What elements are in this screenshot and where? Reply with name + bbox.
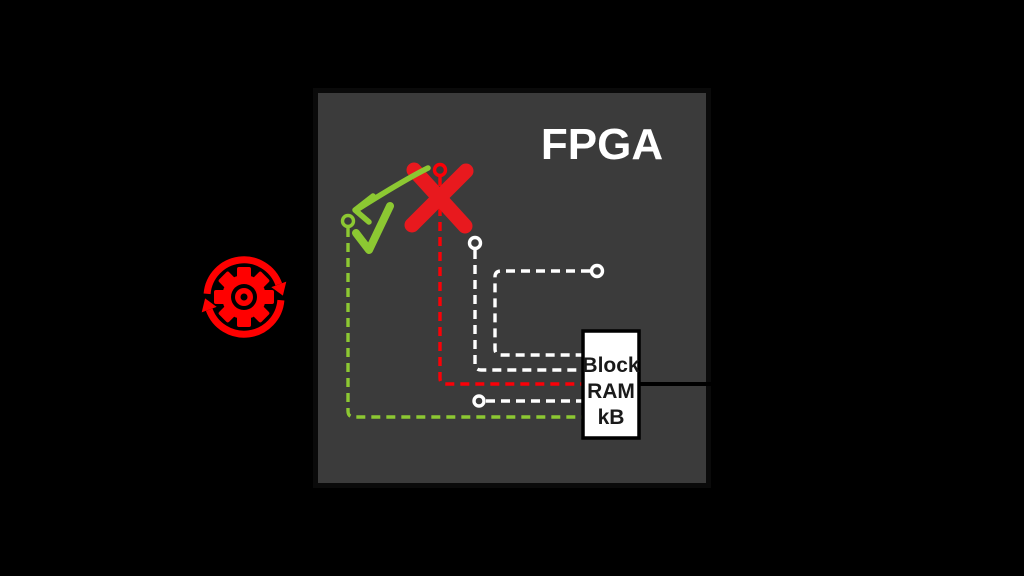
white-endpoint-3 bbox=[472, 394, 486, 408]
block-ram-label-line3: kB bbox=[598, 406, 625, 429]
red-endpoint bbox=[432, 162, 448, 178]
sync-arc-bottom-arrowhead bbox=[201, 298, 217, 313]
sync-arc-bottom bbox=[205, 299, 285, 338]
red-dashed-connection bbox=[438, 177, 583, 386]
fpga-title: FPGA bbox=[541, 120, 663, 169]
white-dashed-connection-2 bbox=[493, 269, 590, 357]
block-ram-label-line2: RAM bbox=[587, 380, 635, 403]
sync-arc-top bbox=[203, 256, 283, 295]
green-dashed-connection bbox=[346, 228, 583, 419]
block-ram-label-line1: Block bbox=[582, 354, 640, 377]
fpga-chip-box bbox=[313, 88, 711, 488]
sync-arc-top-arrowhead bbox=[271, 281, 287, 296]
block-ram-box bbox=[581, 329, 641, 440]
gear-hub-hole bbox=[240, 293, 248, 301]
white-endpoint-1 bbox=[467, 235, 483, 251]
redirect-arrow-icon bbox=[352, 165, 431, 225]
green-endpoint bbox=[340, 213, 356, 229]
check-mark-icon bbox=[352, 202, 394, 254]
white-endpoint-2 bbox=[589, 263, 605, 279]
white-dashed-connection-1 bbox=[473, 250, 583, 372]
sync-gear-icon bbox=[201, 256, 287, 338]
x-mark-icon bbox=[404, 162, 474, 234]
